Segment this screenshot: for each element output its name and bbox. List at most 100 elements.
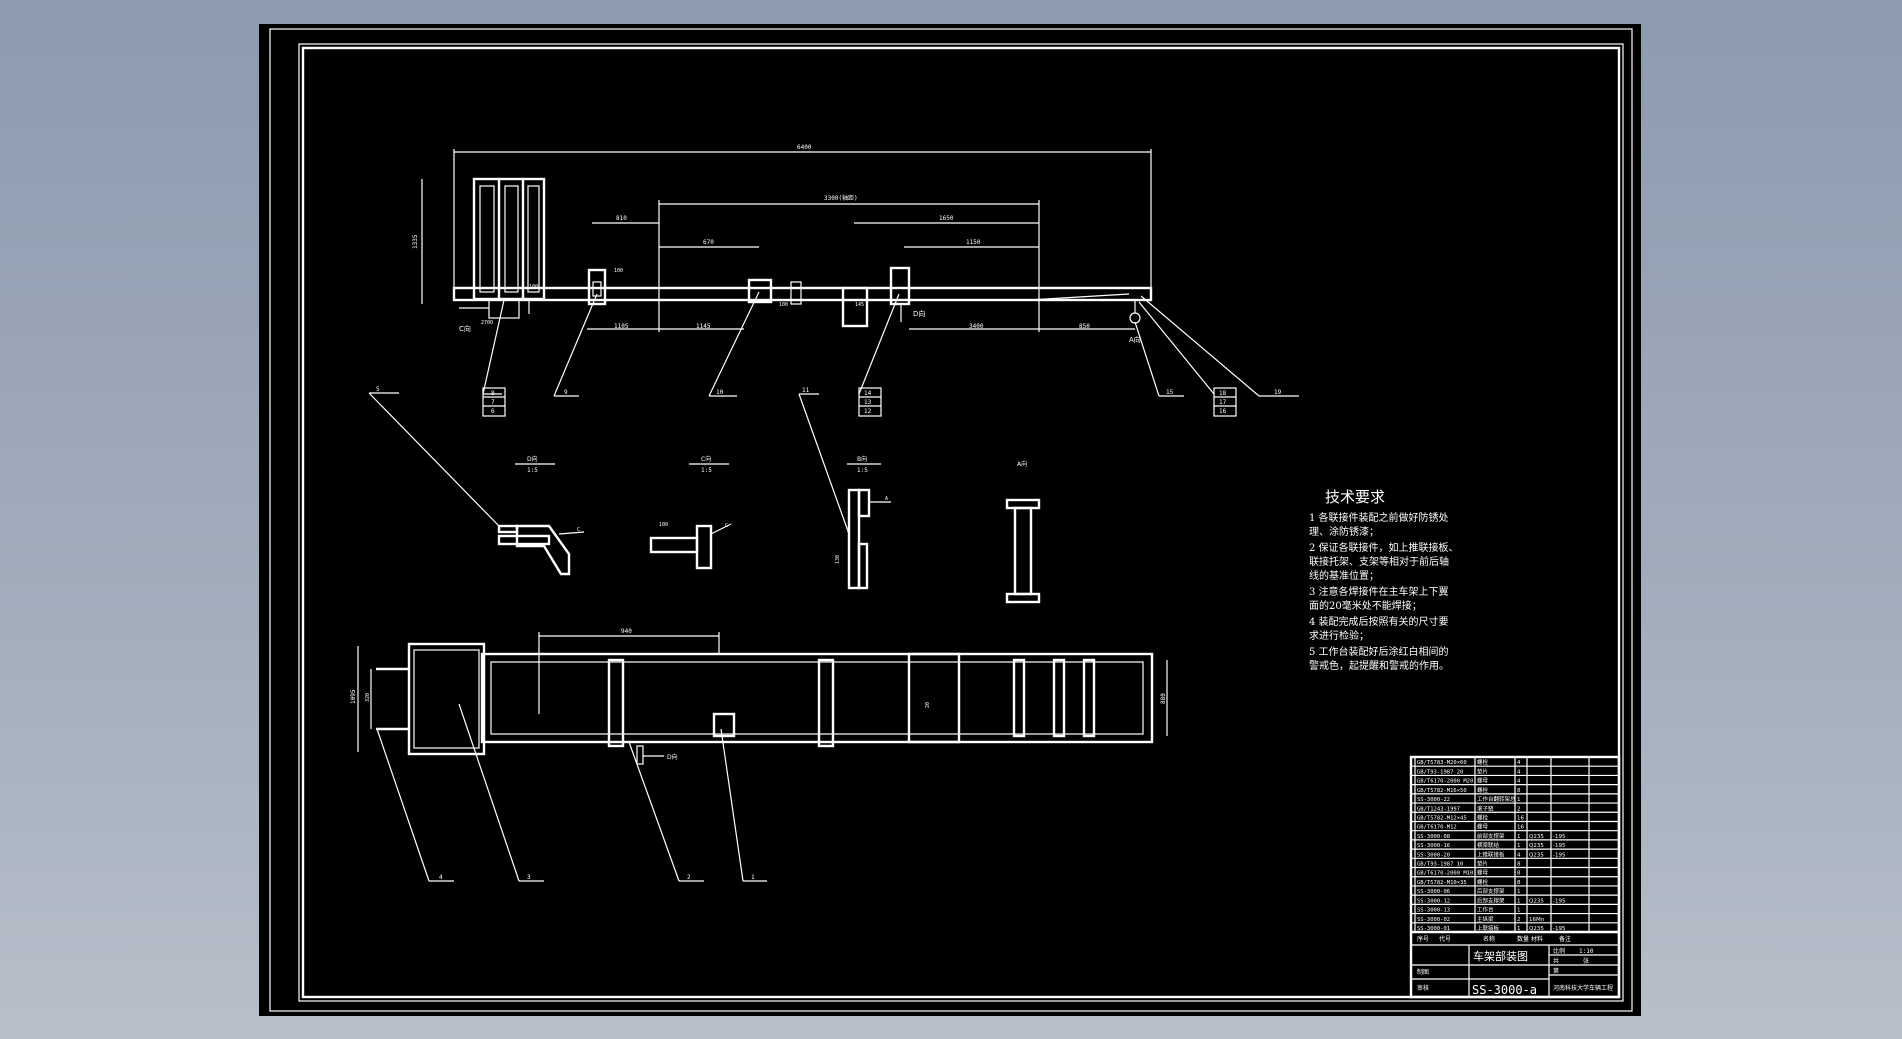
rear-hook [1129, 312, 1141, 324]
scale-label: 比例 [1553, 947, 1565, 955]
outer-frame [269, 28, 1633, 1012]
dim-100-b: 100 [614, 268, 623, 274]
balloon-6: 6 [491, 408, 495, 415]
bom-cell: 工作台翻转架总 [1477, 795, 1516, 803]
tech-line: 联接托架、支架等相对于前后轴 [1309, 555, 1449, 568]
bom-cell: 4 [1517, 779, 1521, 785]
detail-c-title: C向 [701, 455, 711, 463]
bom-cell: 2 [1517, 806, 1521, 812]
bracket-rear-b [889, 266, 911, 306]
drawing-sheet: 6400 3300(轴距) 810 670 1650 1150 1335 [259, 24, 1641, 1016]
tech-line: 2 保证各联接件，如上推联接板、 [1309, 541, 1459, 554]
detail-d-title: D向 [527, 455, 538, 463]
bom-cell: 滚子链 [1477, 804, 1494, 812]
bom-cell: 8 [1517, 788, 1521, 794]
dim-100-c: 100 [779, 302, 788, 308]
bom-cell: SS-3000-01 [1417, 926, 1450, 932]
dim-100-a: 100 [529, 284, 538, 290]
bom-cell: SS-3000-22 [1417, 797, 1450, 803]
scale-value: 1:10 [1579, 948, 1594, 955]
detail-c-scale: 1:5 [701, 467, 712, 474]
bom-cell: -195 [1553, 926, 1566, 932]
tech-line: 5 工作台装配好后涂红白相间的 [1309, 645, 1449, 658]
bom-cell: 工作台 [1477, 906, 1494, 914]
svg-text:审核: 审核 [1417, 984, 1429, 992]
bom-cell: -195 [1553, 843, 1566, 849]
balloon-19: 19 [1274, 389, 1282, 396]
dim-3400: 3400 [969, 323, 984, 330]
bom-cell: 上联接板 [1477, 924, 1500, 932]
bracket-front [587, 268, 607, 306]
balloon-10: 10 [716, 389, 724, 396]
technical-requirements: 技术要求 1 各联接件装配之前做好防锈处 理、涂防锈漆； 2 保证各联接件，如上… [1309, 488, 1459, 672]
bom-cell: Q235 [1529, 898, 1544, 904]
balloon-11: 11 [802, 387, 810, 394]
dim-1105: 1105 [614, 323, 629, 330]
detail-d-scale: 1:5 [527, 467, 538, 474]
svg-text:名称: 名称 [1483, 935, 1495, 943]
bom-cell: 螺栓 [1477, 813, 1489, 821]
bom-cell: SS-3000-16 [1417, 843, 1450, 849]
bom-cell: 螺母 [1477, 823, 1489, 831]
balloon-group-right [1213, 387, 1237, 417]
bom-cell: 螺栓 [1477, 878, 1489, 886]
tech-line: 警戒色，起提醒和警戒的作用。 [1309, 659, 1449, 672]
svg-text:第: 第 [1553, 967, 1559, 975]
bom-cell: 1 [1517, 926, 1521, 932]
balloon-8: 8 [491, 390, 495, 397]
bom-cell: 横梁联结 [1477, 841, 1500, 849]
bom-cell: GB/T93-1987 10 [1417, 862, 1463, 868]
plan-dim-left: 1095 [350, 689, 357, 704]
bom-cell: 8 [1517, 862, 1521, 868]
plan-front-box [407, 642, 486, 756]
inner-frame [298, 43, 1624, 1002]
bom-cell: 16Mn [1529, 917, 1545, 923]
bom-cell: 1 [1517, 889, 1521, 895]
cad-drawing: 6400 3300(轴距) 810 670 1650 1150 1335 [269, 28, 1633, 1012]
balloon-3: 3 [527, 874, 531, 881]
bom-cell: SS-3000-02 [1417, 917, 1450, 923]
balloon-4: 4 [439, 874, 443, 881]
tech-line: 线的基准位置； [1309, 569, 1379, 582]
bom-cell: SS-3000-06 [1417, 889, 1450, 895]
balloon-17: 17 [1219, 399, 1227, 406]
bom-cell: SS-3000-13 [1417, 908, 1450, 914]
svg-text:共: 共 [1553, 957, 1559, 965]
bom-cell: 8 [1517, 871, 1521, 877]
bom-cell: 螺母 [1477, 777, 1489, 785]
svg-text:A: A [885, 496, 888, 502]
dim-850: 850 [1079, 323, 1090, 330]
balloon-5: 5 [376, 386, 380, 393]
bom-cell: -195 [1553, 834, 1566, 840]
detail-b-part: A 130 [835, 488, 891, 590]
svg-text:100: 100 [659, 522, 668, 528]
dim-2700: 2700 [481, 320, 493, 326]
bom-cell: Q235 [1529, 926, 1544, 932]
bracket-rear-a [841, 286, 869, 328]
detail-b-title: B向 [857, 455, 867, 463]
dim-height: 1335 [412, 234, 419, 249]
bom-cell: SS-3000-08 [1417, 834, 1450, 840]
view-label-a: A向 [1129, 335, 1141, 344]
svg-text:序号: 序号 [1417, 935, 1429, 943]
bom-cell: 16 [1517, 815, 1524, 821]
bom-cell: 4 [1517, 852, 1521, 858]
balloon-13: 13 [864, 399, 872, 406]
bom-cell: GB/T5782-M16×50 [1417, 788, 1467, 794]
detail-c-part: C 100 [649, 522, 732, 570]
balloon-group-mid [858, 387, 882, 417]
view-label-c: C向 [459, 324, 471, 333]
front-cab-frame [472, 177, 546, 301]
detail-a-part [1005, 498, 1041, 604]
balloon-group-left [482, 387, 506, 417]
bom-cell: 8 [1517, 880, 1521, 886]
bom-cell: GB/T5782-M12×45 [1417, 815, 1467, 821]
bom-header: 序号 代号 名称 数量 材料 备注 [1417, 935, 1571, 943]
bom-cell: GB/T6170-2000 M10 [1417, 871, 1473, 877]
balloon-16: 16 [1219, 408, 1227, 415]
dim-670: 670 [703, 239, 714, 246]
view-label-d: D向 [913, 309, 925, 318]
bom-cell: 1 [1517, 908, 1521, 914]
svg-text:C: C [725, 523, 728, 529]
